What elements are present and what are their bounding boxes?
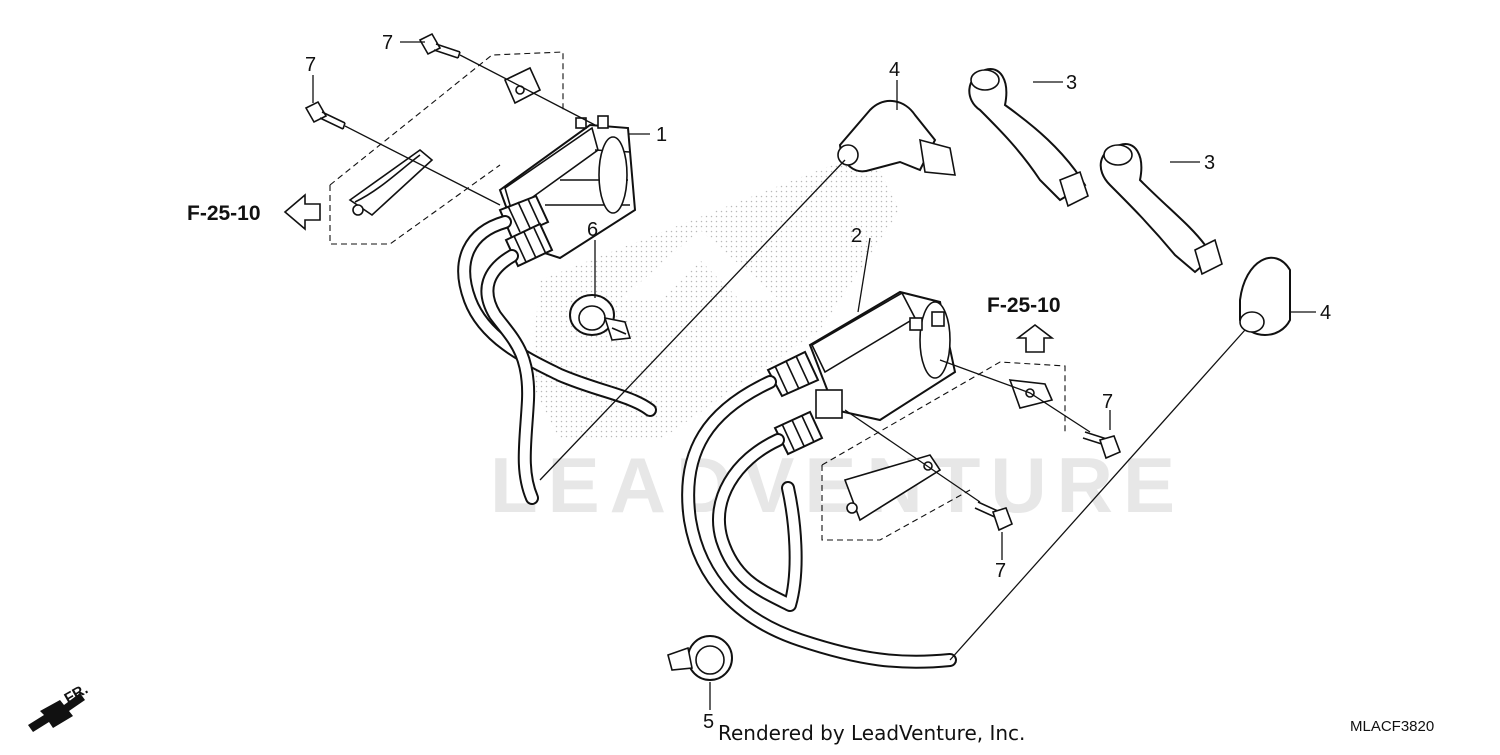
callout-7a: 7 [305,54,316,76]
arrow-left-icon [283,193,321,231]
callout-1: 1 [656,124,667,146]
reference-left-label: F-25-10 [187,202,261,225]
clamp-5 [667,635,733,681]
bolt-7-right-b [974,501,1014,532]
high-tension-cable-right [681,375,957,669]
diagram-code: MLACF3820 [1350,718,1434,735]
bolt-7-left-b [418,32,461,59]
reference-right: F-25-10 [987,294,1061,353]
end-boot-4b [1239,256,1291,336]
credit-text: Rendered by LeadVenture, Inc. [718,721,1025,745]
callout-7b: 7 [382,32,393,54]
elbow-boot-4a [837,100,956,176]
callout-6: 6 [587,219,598,241]
watermark-text: LEADVENTURE [490,441,1185,529]
plug-cap-3a [968,68,1089,208]
ignition-coil-2 [766,290,957,456]
callout-4a: 4 [889,59,900,81]
bolt-7-left-a [304,100,346,130]
arrow-up-icon [1015,323,1055,353]
front-label: FR. [62,681,91,708]
callout-2: 2 [851,225,862,247]
callout-3b: 3 [1204,152,1215,174]
ignition-coil-1 [498,115,637,268]
callout-7d: 7 [995,560,1006,582]
high-tension-cable-left [457,215,657,505]
callout-7c: 7 [1102,391,1113,413]
arrow-front-icon [28,693,85,732]
callout-4b: 4 [1320,302,1331,324]
callout-5: 5 [703,711,714,733]
reference-right-label: F-25-10 [987,294,1061,317]
front-direction: FR. [28,681,91,732]
bracket-left [329,51,564,245]
callout-3a: 3 [1066,72,1077,94]
plug-cap-3b [1099,143,1223,276]
clip-6 [569,294,632,341]
bolt-7-right-a [1082,431,1122,460]
watermark-logo: LEADVENTURE [490,150,1185,529]
reference-left: F-25-10 [187,193,321,231]
